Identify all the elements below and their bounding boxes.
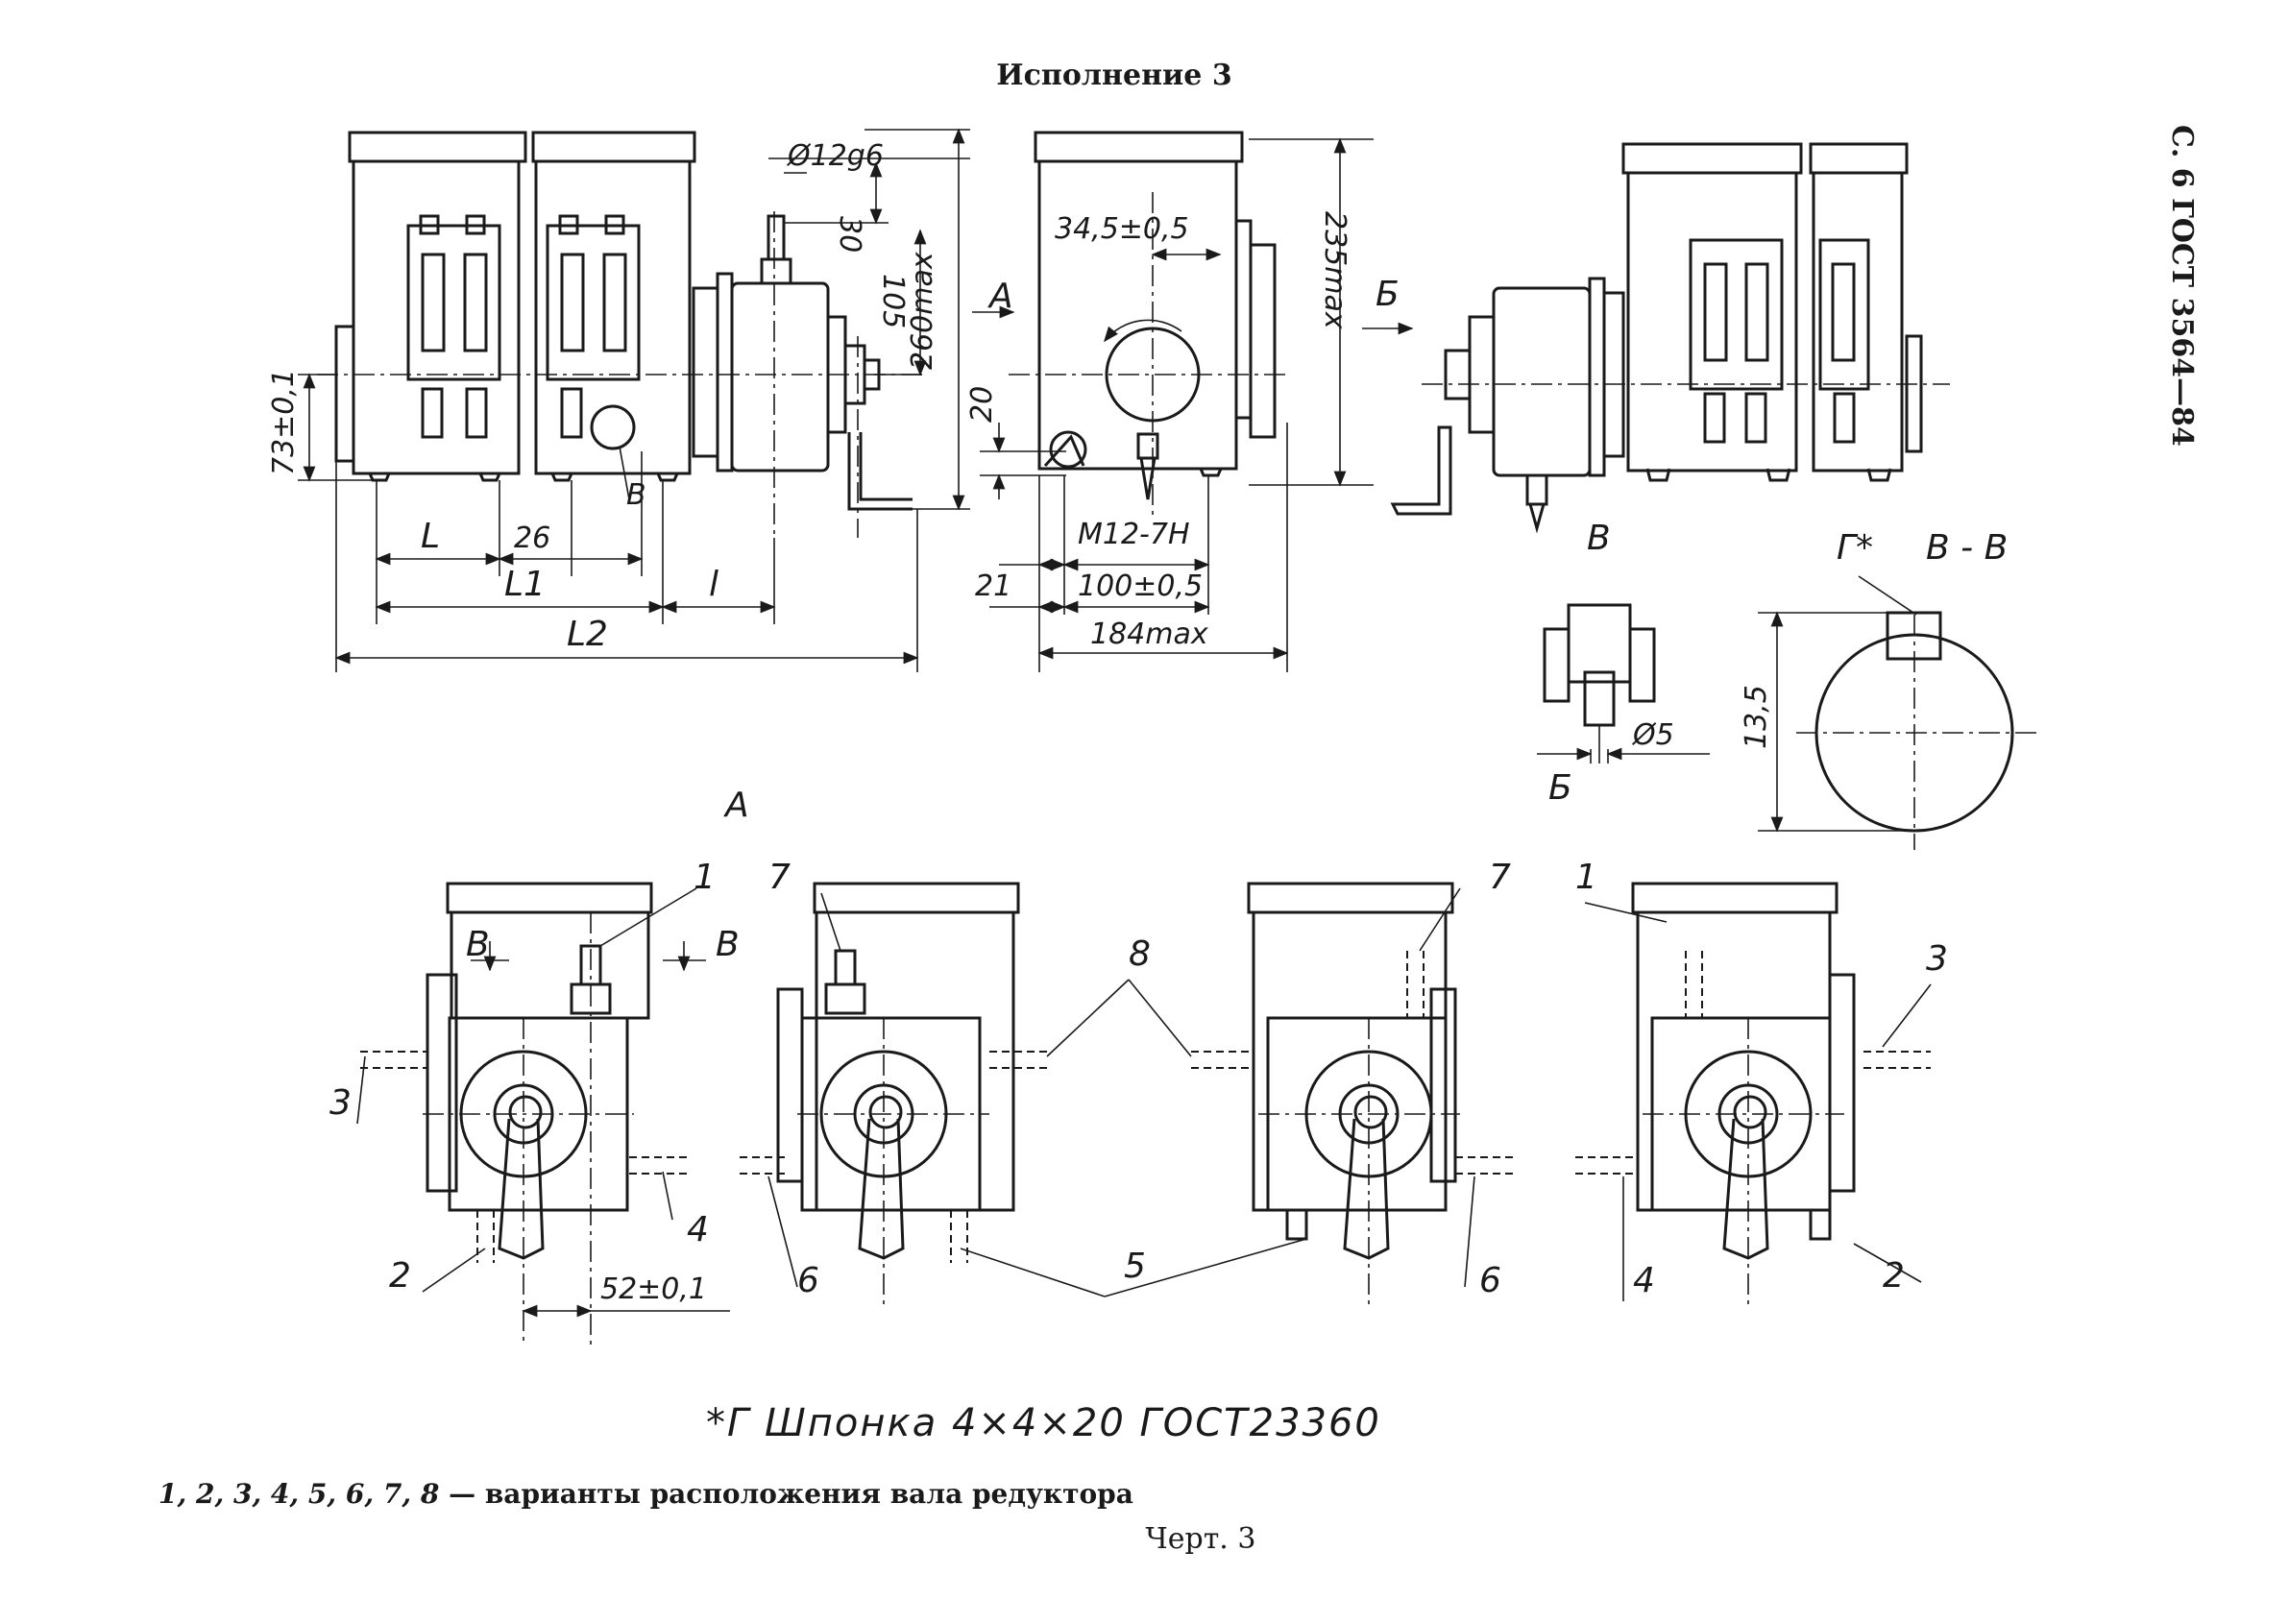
front-view-assembly (317, 131, 922, 538)
section-mark-v-right: В (716, 925, 740, 964)
position-label: 5 (1124, 1247, 1146, 1286)
view-a-title: А (723, 786, 749, 825)
figure-number: Черт. 3 (1146, 1522, 1256, 1556)
dim-13-5: 13,5 (1740, 685, 1773, 749)
variants-caption: 1, 2, 3, 4, 5, 6, 7, 8 — варианты распол… (158, 1478, 1133, 1510)
side-view-dimensions: 34,5±0,5 235max 20 M12-7H 21 100±0,5 184… (965, 137, 1374, 672)
position-label: 3 (1926, 939, 1948, 979)
dim-L2: L2 (567, 615, 608, 654)
dim-L1: L1 (504, 565, 546, 604)
position-label: 7 (768, 858, 791, 897)
dim-52: 52±0,1 (600, 1273, 707, 1306)
dim-20: 20 (965, 386, 999, 423)
variants-numbers: 1, 2, 3, 4, 5, 6, 7, 8 (158, 1478, 439, 1510)
position-label: 6 (1479, 1261, 1501, 1300)
dim-26: 26 (514, 521, 550, 555)
side-view-assembly: А (972, 131, 1287, 519)
key-mark-label: Г* (1837, 528, 1873, 568)
view-arrow-a: А (987, 277, 1013, 316)
bottom-variant-3 (1191, 882, 1518, 1306)
bottom-variant-2 (740, 882, 1047, 1306)
key-footnote: *Г Шпонка 4×4×20 ГОСТ23360 (706, 1401, 1381, 1445)
position-label: 1 (694, 858, 716, 897)
dim-L: L (421, 517, 440, 556)
page-title: Исполнение 3 (996, 59, 1231, 92)
position-label: 2 (1883, 1256, 1905, 1296)
position-label: 8 (1129, 934, 1151, 974)
position-label: 3 (329, 1083, 352, 1123)
dim-34-5: 34,5±0,5 (1055, 212, 1189, 246)
position-label: 1 (1575, 858, 1597, 897)
detail-v-label: В (1587, 519, 1611, 558)
position-label: 4 (687, 1210, 709, 1249)
position-label: 6 (797, 1261, 819, 1300)
dim-m12: M12-7H (1078, 518, 1190, 551)
dim-105: 105 (876, 274, 910, 328)
dim-260max: 260max (906, 252, 939, 370)
bottom-variant-4 (1575, 882, 1931, 1306)
detail-callout-v: В (626, 478, 646, 512)
detail-v-b-label: Б (1548, 768, 1572, 808)
variants-text: — варианты расположения вала редуктора (439, 1478, 1133, 1510)
detail-v: В Ø5 Б (1537, 519, 1710, 808)
dim-73: 73±0,1 (267, 369, 301, 475)
dim-235max: 235max (1318, 211, 1351, 329)
position-labels: 1 2 2 3 3 4 4 5 6 6 7 7 8 1 (329, 858, 1948, 1301)
dim-l: l (709, 565, 718, 604)
view-arrow-b: Б (1376, 275, 1400, 314)
position-label: 2 (389, 1256, 411, 1296)
front-view-dimensions: Ø12g6 30 105 260max 73±0,1 L 26 L1 l L2 … (267, 128, 970, 672)
section-mark-v-left: В (466, 925, 490, 964)
position-label: 7 (1489, 858, 1511, 897)
dim-184max: 184max (1090, 618, 1208, 651)
dim-21: 21 (975, 570, 1011, 603)
dim-d5: Ø5 (1631, 718, 1674, 752)
page-side-label: С. 6 ГОСТ 3564—84 (2165, 125, 2199, 447)
dim-shaft-diameter: Ø12g6 (786, 139, 884, 173)
dim-30: 30 (833, 216, 866, 253)
section-vv-label: В - В (1926, 528, 2008, 568)
view-b-assembly: Б (1362, 142, 1950, 534)
bottom-variant-1: В В 52±0,1 (360, 882, 740, 1345)
position-label: 4 (1633, 1261, 1655, 1300)
section-vv: Г* В - В 13,5 (1740, 528, 2036, 850)
dim-100: 100±0,5 (1078, 570, 1203, 603)
